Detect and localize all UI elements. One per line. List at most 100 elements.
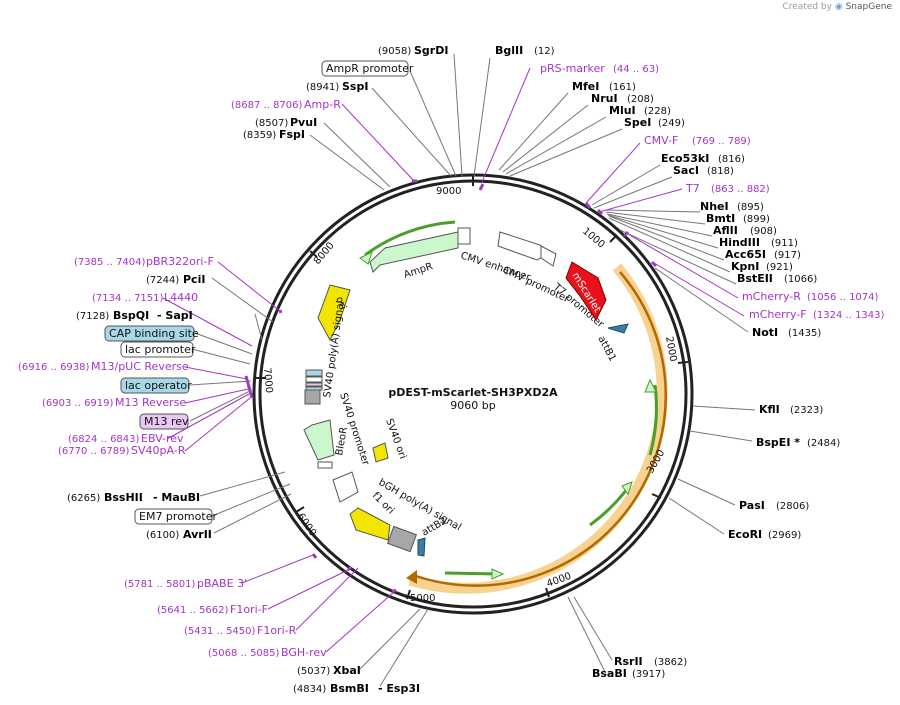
- primer-ebv-rev-pos: (6824 .. 6843): [68, 434, 140, 445]
- enzyme-pcii[interactable]: PciI: [183, 273, 205, 286]
- primer-pbabe3[interactable]: pBABE 3': [197, 577, 247, 590]
- enzyme-kpni-pos: (921): [766, 262, 793, 273]
- primer-mcherry-f-pos: (1324 .. 1343): [813, 310, 885, 321]
- primer-ebv-rev[interactable]: EBV-rev: [141, 432, 184, 445]
- enzyme-nhei[interactable]: NheI: [700, 200, 729, 213]
- primer-mark-cmvf: [584, 202, 592, 209]
- enzyme-pasi[interactable]: PasI: [739, 499, 765, 512]
- enzyme-mfei[interactable]: MfeI: [572, 80, 599, 93]
- primer-f1ori-r[interactable]: F1ori-R: [257, 624, 297, 637]
- enzyme-bspqi[interactable]: BspQI: [113, 309, 149, 322]
- primer-prs-marker[interactable]: pRS-marker: [540, 62, 605, 75]
- primer-m13-puc-reverse-pos: (6916 .. 6938): [18, 362, 90, 373]
- enzyme-bspei[interactable]: BspEI *: [756, 436, 800, 449]
- box-lac-promoter-text: lac promoter: [125, 343, 196, 356]
- mscarlet-feature: [565, 261, 607, 321]
- enzyme-kpni[interactable]: KpnI: [731, 260, 759, 273]
- leader-lines-primers: [162, 67, 745, 653]
- enzyme-noti[interactable]: NotI: [752, 326, 778, 339]
- enzyme-bmti-pos: (899): [743, 214, 770, 225]
- primer-m13-reverse[interactable]: M13 Reverse: [115, 396, 186, 409]
- enzyme-bsshii[interactable]: BssHII: [104, 491, 143, 504]
- enzyme-eco53ki-pos: (816): [718, 154, 745, 165]
- box-em7-promoter[interactable]: [134, 508, 213, 525]
- tick-label-8000: 8000: [312, 240, 337, 267]
- orf-arrow-3: [444, 571, 501, 576]
- tick-label-2000: 2000: [663, 336, 678, 363]
- primer-t7[interactable]: T7: [685, 182, 700, 195]
- tick-3000: [651, 493, 662, 499]
- primer-cmv-f-pos: (769 .. 789): [692, 136, 751, 147]
- cap-binding-feature: [305, 369, 323, 377]
- enzyme-pvui-pos: (8507): [255, 118, 288, 129]
- enzyme-bsmbi[interactable]: BsmBI: [330, 682, 369, 695]
- enzyme-avrii[interactable]: AvrII: [183, 528, 212, 541]
- enzyme-bsabi[interactable]: BsaBI: [592, 667, 627, 680]
- primer-bgh-rev[interactable]: BGH-rev: [281, 646, 327, 659]
- primer-l4440[interactable]: L4440: [164, 291, 198, 304]
- enzyme-mlui[interactable]: MluI: [609, 104, 636, 117]
- enzyme-pvui[interactable]: PvuI: [290, 116, 317, 129]
- box-em7-promoter-text: EM7 promoter: [139, 510, 217, 523]
- enzyme-maubi[interactable]: - MauBI: [153, 491, 200, 504]
- lac-promoter-feature: [305, 376, 323, 383]
- primer-pbr322ori-f[interactable]: pBR322ori-F: [146, 255, 214, 268]
- enzyme-aflii[interactable]: AflII: [713, 224, 738, 237]
- enzyme-bmti[interactable]: BmtI: [706, 212, 735, 225]
- enzyme-eco53ki[interactable]: Eco53kI: [661, 152, 709, 165]
- enzyme-nrui-pos: (208): [627, 94, 654, 105]
- enzyme-esp3i[interactable]: - Esp3I: [378, 682, 420, 695]
- tick-label-9000: 9000: [436, 186, 461, 197]
- enzyme-bsteii[interactable]: BstEII: [737, 272, 773, 285]
- primer-cmv-f[interactable]: CMV-F: [644, 134, 678, 147]
- enzyme-nrui[interactable]: NruI: [591, 92, 618, 105]
- enzyme-sspi-pos: (8941): [306, 82, 339, 93]
- enzyme-sgrdi-pos: (9058): [378, 46, 411, 57]
- ori-label: ori: [333, 295, 348, 311]
- enzyme-ecori[interactable]: EcoRI: [728, 528, 762, 541]
- tick-2000: [677, 361, 689, 364]
- enzyme-xbai-pos: (5037): [297, 666, 330, 677]
- box-lac-operator[interactable]: [120, 377, 190, 394]
- primer-f1ori-f-pos: (5641 .. 5662): [157, 605, 229, 616]
- enzyme-ecori-pos: (2969): [768, 530, 801, 541]
- primer-mark-f1orif: [346, 565, 353, 572]
- attb2-feature: [417, 537, 426, 557]
- box-m13-rev-text: M13 rev: [144, 415, 189, 428]
- plasmid-name: pDEST-mScarlet-SH3PXD2A: [388, 386, 558, 399]
- box-cap-binding-site[interactable]: [104, 325, 195, 342]
- enzyme-spei[interactable]: SpeI: [624, 116, 651, 129]
- enzyme-bspei-pos: (2484): [807, 438, 840, 449]
- box-ampr-promoter[interactable]: [321, 60, 409, 77]
- enzyme-sspi[interactable]: SspI: [342, 80, 368, 93]
- box-lac-promoter[interactable]: [120, 341, 194, 358]
- enzyme-hindiii[interactable]: HindIII: [719, 236, 760, 249]
- enzyme-acc65i[interactable]: Acc65I: [725, 248, 766, 261]
- enzyme-rsrii[interactable]: RsrII: [614, 655, 643, 668]
- enzyme-bsteii-pos: (1066): [784, 274, 817, 285]
- enzyme-saci[interactable]: SacI: [673, 164, 699, 177]
- primer-l4440-pos: (7134 .. 7151): [92, 293, 164, 304]
- primer-mark-pbabe: [311, 553, 318, 559]
- primer-amp-r[interactable]: Amp-R: [304, 98, 341, 111]
- primer-mcherry-f[interactable]: mCherry-F: [749, 308, 807, 321]
- ampr-promoter-block: [457, 227, 471, 245]
- primer-sv40pa-r[interactable]: SV40pA-R: [131, 444, 186, 457]
- enzyme-fspi[interactable]: FspI: [279, 128, 305, 141]
- enzyme-sapi[interactable]: - SapI: [157, 309, 193, 322]
- snapgene-brand-name: SnapGene: [845, 2, 892, 12]
- f1-ori-feature: [349, 507, 391, 541]
- enzyme-xbai[interactable]: XbaI: [333, 664, 361, 677]
- box-m13-rev[interactable]: [139, 413, 189, 430]
- em7-promoter-feature: [332, 471, 359, 503]
- enzyme-sgrdi[interactable]: SgrDI: [414, 44, 448, 57]
- sv40-promoter-feature: [317, 461, 333, 469]
- sv40-polya-feature: [304, 389, 321, 405]
- enzyme-bglii[interactable]: BglII: [495, 44, 523, 57]
- primer-bgh-rev-pos: (5068 .. 5085): [208, 648, 280, 659]
- primer-m13-puc-reverse[interactable]: M13/pUC Reverse: [91, 360, 189, 373]
- primer-mcherry-r[interactable]: mCherry-R: [742, 290, 801, 303]
- enzyme-kfli[interactable]: KflI: [759, 403, 780, 416]
- primer-f1ori-f[interactable]: F1ori-F: [230, 603, 268, 616]
- enzyme-mlui-pos: (228): [644, 106, 671, 117]
